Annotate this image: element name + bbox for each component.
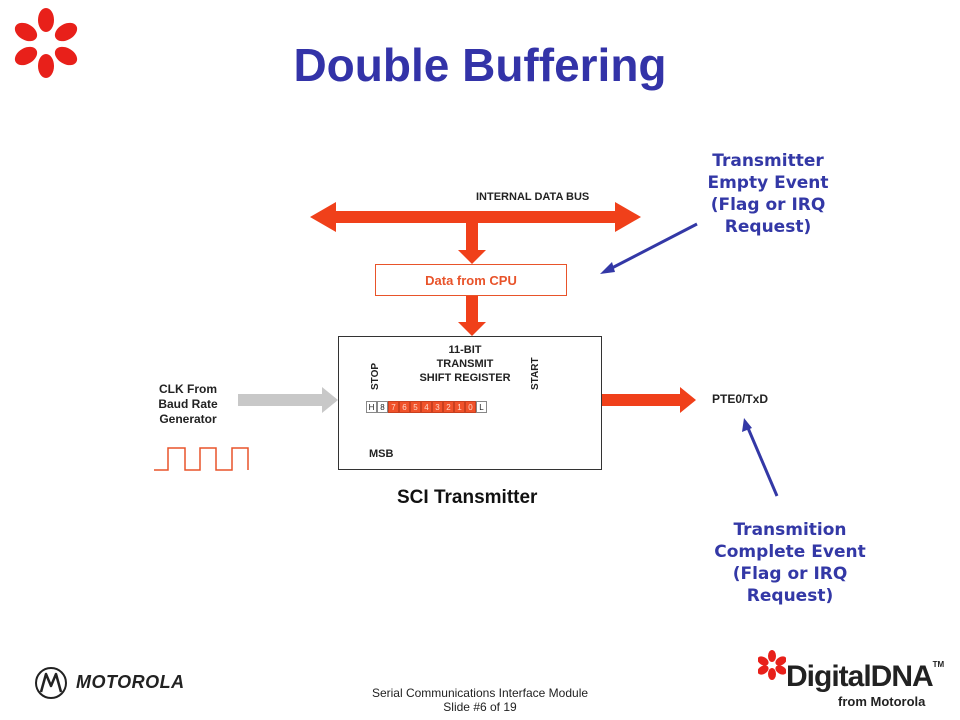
callout-empty-line1: Transmitter — [712, 151, 824, 171]
shift-register-cells: H 8 7 6 5 4 3 2 1 0 L — [366, 401, 487, 413]
sci-transmitter-label: SCI Transmitter — [397, 487, 538, 508]
motorola-wordmark: MOTOROLA — [76, 672, 185, 692]
flower-logo-icon — [14, 8, 78, 78]
transmitter-empty-callout: Transmitter Empty Event (Flag or IRQ Req… — [683, 150, 853, 238]
clk-label-line2: Baud Rate — [158, 397, 218, 411]
bus-to-cpu-arrow — [458, 223, 486, 264]
register-title-line2: TRANSMIT — [436, 358, 494, 370]
clk-label-line1: CLK From — [159, 382, 217, 396]
callout-complete-line4: Request) — [746, 586, 834, 606]
digitaldna-wordmark: DigitalDNATM — [786, 660, 944, 694]
internal-bus-arrow — [310, 202, 641, 232]
register-cell: 4 — [421, 401, 432, 413]
register-cell: 6 — [399, 401, 410, 413]
callout-complete-line2: Complete Event — [714, 542, 866, 562]
callout-complete-line3: (Flag or IRQ — [732, 564, 848, 584]
shift-register-title: 11-BIT TRANSMIT SHIFT REGISTER — [395, 343, 535, 385]
footer-module-name: Serial Communications Interface Module — [371, 686, 589, 700]
digitaldna-main: DigitalDNA — [786, 660, 934, 693]
register-cell: 5 — [410, 401, 421, 413]
register-cell: 2 — [443, 401, 454, 413]
cpu-to-register-arrow — [458, 296, 486, 336]
callout-complete-line1: Transmition — [733, 520, 847, 540]
stop-label: STOP — [370, 362, 381, 390]
clock-waveform — [154, 447, 249, 471]
digitaldna-tm: TM — [932, 660, 945, 669]
callout-empty-line2: Empty Event — [707, 173, 829, 193]
digitaldna-flower-icon — [758, 650, 786, 680]
callout-empty-line3: (Flag or IRQ — [710, 195, 826, 215]
transmission-complete-callout: Transmition Complete Event (Flag or IRQ … — [700, 519, 880, 607]
slide-footer: Serial Communications Interface Module S… — [280, 686, 680, 714]
clk-label: CLK From Baud Rate Generator — [148, 382, 228, 427]
register-cell: 7 — [388, 401, 399, 413]
start-label: START — [530, 357, 541, 390]
internal-bus-label: INTERNAL DATA BUS — [476, 191, 590, 203]
msb-label: MSB — [369, 448, 394, 460]
register-cell: 1 — [454, 401, 465, 413]
output-arrow — [602, 387, 696, 413]
register-cell: 3 — [432, 401, 443, 413]
slide-title: Double Buffering — [293, 39, 667, 91]
clk-input-arrow — [238, 387, 338, 413]
footer-slide-number: Slide #6 of 19 — [443, 700, 517, 714]
register-cell: L — [476, 401, 487, 413]
data-from-cpu-box: Data from CPU — [375, 264, 567, 296]
pte0-txd-label: PTE0/TxD — [712, 392, 769, 406]
motorola-batwing-icon — [35, 667, 67, 699]
register-cell: 0 — [465, 401, 476, 413]
register-cell: H — [366, 401, 377, 413]
digitaldna-subtitle: from Motorola — [838, 694, 926, 709]
register-title-line1: 11-BIT — [448, 344, 482, 356]
clk-label-line3: Generator — [159, 412, 217, 426]
callout-empty-line4: Request) — [724, 217, 812, 237]
register-cell: 8 — [377, 401, 388, 413]
register-title-line3: SHIFT REGISTER — [419, 372, 511, 384]
